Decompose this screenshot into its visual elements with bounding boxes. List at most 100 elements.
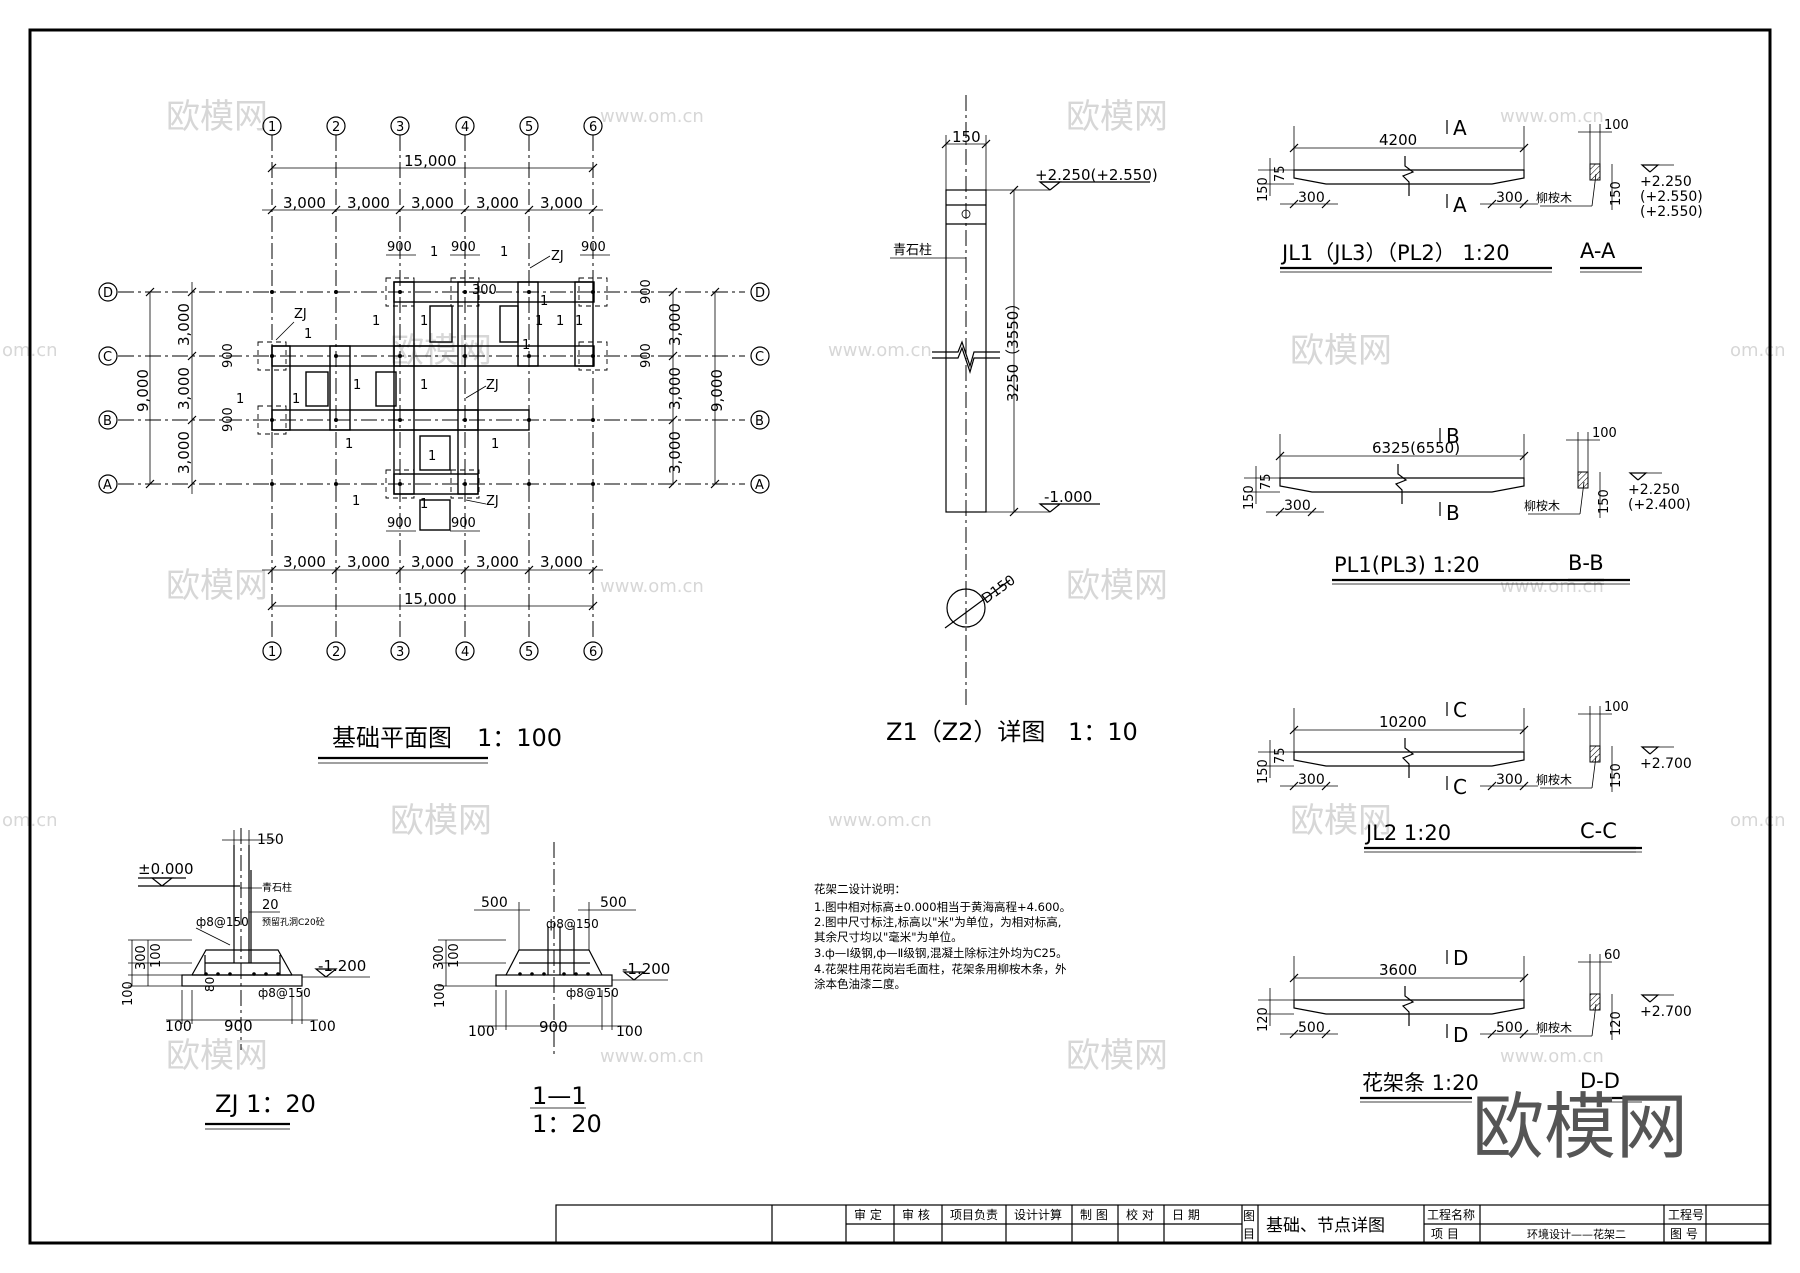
beam-left-C: 300 <box>1298 772 1325 788</box>
watermark-cn-6: 欧模网 <box>390 331 492 371</box>
beam-elev-A-1: (+2.550) <box>1640 189 1703 205</box>
watermark-cn-9: 欧模网 <box>1290 801 1392 841</box>
beam-section-title-B: B-B <box>1568 551 1604 575</box>
notes-line-4: 3.ф—Ⅰ级钢,ф—Ⅱ级钢,混凝土除标注外均为C25。 <box>814 946 1068 960</box>
zj-detail: ±0.000 150 青石柱 20 预留孔洞C20砼 ф8@150 300 10… <box>121 828 370 1130</box>
notes-line-3: 其余尺寸均以"毫米"为单位。 <box>814 930 963 944</box>
plan-cut-mark-12: 1 <box>556 314 564 329</box>
plan-cut-mark-15: 1 <box>430 245 438 260</box>
s11-w500-left: 500 <box>481 895 508 911</box>
beam-title-D: 花架条 1:20 <box>1362 1071 1479 1095</box>
plan-bay-left-2: 3,000 <box>175 431 193 474</box>
plan-cut-mark-6: 1 <box>345 437 353 452</box>
beam-section-height-B: 150 <box>1597 489 1612 514</box>
s11-w100-left: 100 <box>468 1024 495 1040</box>
beam-section-height-A: 150 <box>1609 181 1624 206</box>
beam-wood-D: 柳桉木 <box>1536 1020 1572 1035</box>
zj-elev: -1.200 <box>318 957 366 975</box>
axis-bubble-bottom-5: 5 <box>525 645 533 660</box>
tb-cell-3: 设计计算 <box>1014 1207 1062 1222</box>
plan-cut-mark-14: 1 <box>304 327 312 342</box>
axis-bubble-left-A: A <box>103 478 112 493</box>
notes-line-1: 1.图中相对标高±0.000相当于黄海高程+4.600。 <box>814 900 1071 914</box>
beam-section-rect-C <box>1589 745 1601 763</box>
axis-bubble-bottom-4: 4 <box>461 645 469 660</box>
beam-section-width-C: 100 <box>1604 700 1629 715</box>
tb-cell-6: 日 期 <box>1172 1208 1200 1222</box>
plan-dim300: 300 <box>472 283 497 298</box>
plan-cut-mark-1: 1 <box>420 314 428 329</box>
zj-h300: 300 <box>134 945 149 970</box>
plan-cut-mark-4: 1 <box>353 378 361 393</box>
zj-elev0: ±0.000 <box>138 860 194 878</box>
zj-w900: 900 <box>224 1017 253 1035</box>
column-elev-top: +2.250(+2.550) <box>1035 166 1158 184</box>
notes-line-5: 4.花架柱用花岗岩毛面柱，花架条用柳桉木条，外 <box>814 962 1067 976</box>
plan-bay-top-3: 3,000 <box>476 194 519 212</box>
beam-wood-B: 柳桉木 <box>1524 498 1560 513</box>
plan-pad-h-1: 900 <box>451 240 476 255</box>
beam-h1-B: 150 <box>1242 485 1257 510</box>
plan-pad-h-2: 900 <box>581 240 606 255</box>
plan-pad-v-1: 900 <box>221 407 236 432</box>
notes-line-2: 2.图中尺寸标注,标高以"米"为单位，为相对标高, <box>814 915 1061 929</box>
beam-elev-A-2: (+2.550) <box>1640 204 1703 220</box>
tb-cell-1: 审 核 <box>902 1207 930 1222</box>
zj-h100b: 100 <box>121 981 136 1006</box>
s11-title: 1—1 <box>532 1082 587 1110</box>
beam-section-height-D: 120 <box>1609 1011 1624 1036</box>
beam-B: 6325(6550)BB30015075100150柳桉木+2.250(+2.4… <box>1242 424 1691 585</box>
beam-title-A: JL1（JL3）（PL2） 1:20 <box>1280 241 1510 265</box>
axis-bubble-right-D: D <box>755 286 765 301</box>
plan-bay-right-0: 3,000 <box>666 303 684 346</box>
beam-mark-top-B: B <box>1446 424 1460 448</box>
beam-left-D: 500 <box>1298 1020 1325 1036</box>
tb-item: 环境设计——花架二 <box>1527 1227 1626 1241</box>
beam-h2-C: 75 <box>1273 747 1288 764</box>
tb-proj-no-label: 工程号 <box>1668 1207 1704 1222</box>
column-material: 青石柱 <box>893 243 932 258</box>
s11-scale: 1：20 <box>532 1110 602 1138</box>
zj-rebar-bot: ф8@150 <box>258 986 311 1000</box>
watermark-url-1: www.om.cn <box>1500 106 1604 127</box>
tb-proj-name-label: 工程名称 <box>1427 1207 1475 1222</box>
axis-bubble-right-C: C <box>755 350 764 365</box>
plan-title: 基础平面图 <box>332 724 452 752</box>
zj-rebar-top: ф8@150 <box>196 915 249 929</box>
notes-title: 花架二设计说明： <box>814 882 906 896</box>
watermark-url-6: www.om.cn <box>600 1046 704 1067</box>
beam-title-B: PL1(PL3) 1:20 <box>1334 553 1480 577</box>
axis-bubble-bottom-6: 6 <box>589 645 597 660</box>
tb-cell-0: 审 定 <box>854 1207 882 1222</box>
beam-section-height-C: 150 <box>1609 763 1624 788</box>
axis-bubble-top-3: 3 <box>396 120 404 135</box>
tb-mu: 目 <box>1243 1227 1255 1241</box>
zj-d20: 20 <box>262 898 279 913</box>
zj-material: 青石柱 <box>262 881 292 894</box>
plan-pad-h-0: 900 <box>387 240 412 255</box>
beam-section-width-D: 60 <box>1604 948 1621 963</box>
axis-bubble-top-5: 5 <box>525 120 533 135</box>
s11-rebar-top: ф8@150 <box>546 917 599 931</box>
s11-rebar-bot: ф8@150 <box>566 986 619 1000</box>
watermark-cn-2: 欧模网 <box>166 566 268 606</box>
plan-zj-0: ZJ <box>551 249 564 264</box>
axis-bubble-left-C: C <box>103 350 112 365</box>
plan-bay-left-1: 3,000 <box>175 367 193 410</box>
plan-cut-mark-0: 1 <box>372 314 380 329</box>
title-block: 审 定审 核项目负责设计计算制 图校 对日 期 图 目 基础、节点详图 工程名称… <box>555 1204 1771 1244</box>
watermark-url-4: www.om.cn <box>828 340 932 361</box>
design-notes: 花架二设计说明： 1.图中相对标高±0.000相当于黄海高程+4.600。 2.… <box>814 882 1071 991</box>
notes-line-6: 涂本色油漆二度。 <box>814 977 906 991</box>
plan-pad-v-3: 900 <box>639 343 654 368</box>
plan-cut-mark-8: 1 <box>428 449 436 464</box>
plan-bay-bottom-0: 3,000 <box>283 553 326 571</box>
watermark-cn-7: 欧模网 <box>1290 331 1392 371</box>
s11-w500-right: 500 <box>600 895 627 911</box>
plan-bay-top-2: 3,000 <box>411 194 454 212</box>
axis-bubble-right-B: B <box>755 414 764 429</box>
plan-bay-top-0: 3,000 <box>283 194 326 212</box>
beam-elev-B-1: (+2.400) <box>1628 497 1691 513</box>
watermark-cn-1: 欧模网 <box>1066 97 1168 137</box>
